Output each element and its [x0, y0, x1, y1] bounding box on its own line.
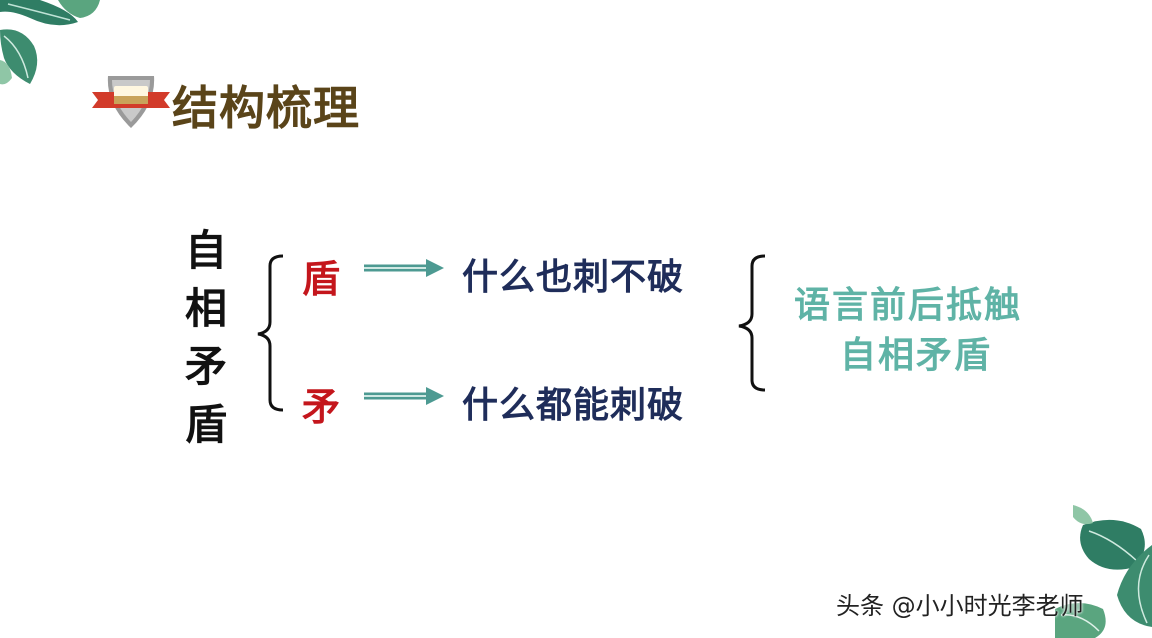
subject-char: 矛: [184, 342, 227, 391]
slide-title: 结构梳理: [172, 81, 360, 135]
arrow-icon-top: [364, 259, 444, 277]
watermark: 头条 @小小时光李老师: [836, 592, 1084, 620]
arrow-icon-bottom: [364, 387, 444, 405]
spear-char: 矛: [302, 385, 341, 429]
shield-claim: 什么也刺不破: [462, 257, 685, 298]
subject-char: 自: [184, 226, 227, 275]
shield-char: 盾: [302, 257, 341, 301]
conclusion-line-1: 语言前后抵触: [794, 285, 1023, 326]
left-brace: [257, 254, 284, 412]
leaf-decoration-bottom-right: [1055, 505, 1152, 638]
subject-vertical-text: 自 相 矛 盾: [180, 222, 232, 454]
conclusion-line-2: 自相矛盾: [840, 335, 993, 376]
subject-char: 盾: [184, 400, 227, 449]
spear-claim: 什么都能刺破: [462, 385, 685, 426]
shield-ribbon-icon: [92, 76, 170, 128]
right-brace: [738, 254, 766, 392]
subject-char: 相: [184, 284, 227, 333]
leaf-decoration-top-left: [0, 0, 100, 85]
